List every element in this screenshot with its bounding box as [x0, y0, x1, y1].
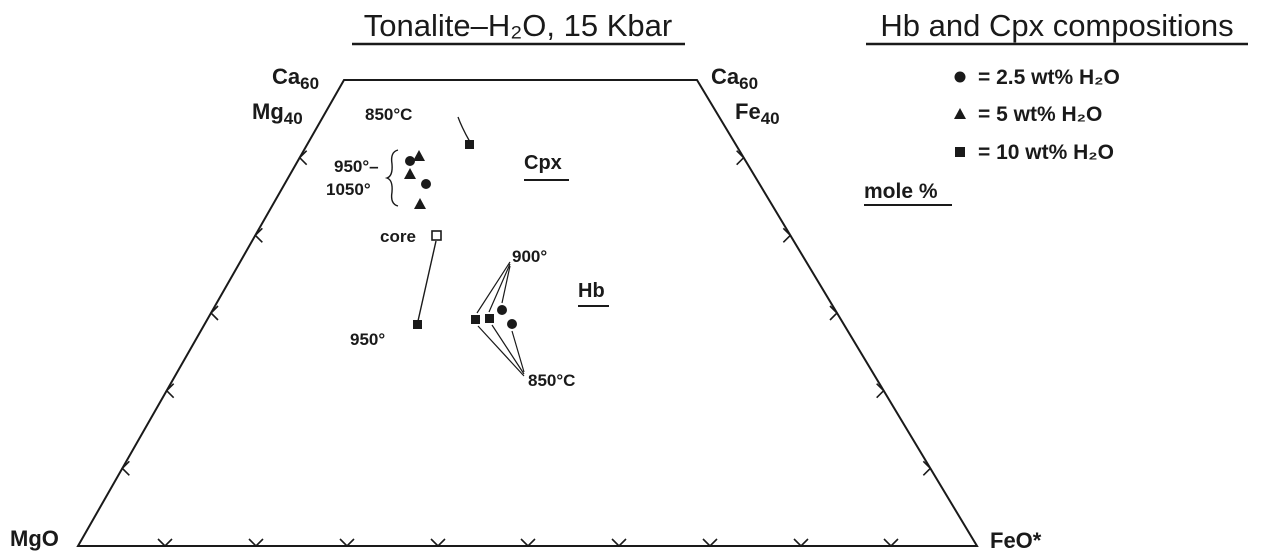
tick-marks — [121, 150, 932, 548]
legend-title: Hb and Cpx compositions — [880, 8, 1233, 43]
tick-mark — [520, 538, 536, 548]
legend-square-label: = 10 wt% H₂O — [978, 141, 1114, 164]
tick-mark — [209, 305, 219, 321]
diagram-outline — [76, 79, 979, 547]
annotation-hb-950: 950° — [350, 330, 385, 349]
corner-top-left-line2: Mg40 — [252, 99, 303, 128]
hb-900-arrows — [476, 261, 511, 314]
cpx-circle-950 — [405, 156, 415, 166]
hb-square-950 — [413, 320, 422, 329]
tick-mark — [248, 538, 264, 548]
tick-mark — [736, 150, 745, 166]
legend-triangle-label: = 5 wt% H₂O — [978, 103, 1102, 126]
corner-top-left-line1: Ca60 — [272, 64, 319, 93]
legend-triangle-icon — [954, 108, 966, 119]
annotation-cpx-1050: 1050° — [326, 180, 371, 199]
annotation-hb-900: 900° — [512, 247, 547, 266]
tick-mark — [121, 460, 130, 476]
legend-circle-entry: = 2.5 wt% H₂O — [954, 66, 1120, 89]
tick-mark — [702, 538, 718, 548]
diagram-title: Tonalite–H₂O, 15 Kbar — [364, 8, 672, 43]
legend-square-icon — [955, 147, 965, 157]
leader-cpx-850 — [457, 116, 471, 143]
legend-circle-icon — [954, 71, 966, 83]
annotation-cpx-850: 850°C — [365, 105, 412, 124]
annotation-cpx-950: 950°– — [334, 157, 379, 176]
cpx-square-850 — [465, 140, 474, 149]
core-open-square — [431, 230, 442, 241]
core-rim-tie-line — [417, 240, 437, 322]
hb-circle-900 — [497, 305, 507, 315]
corner-top-right-line2: Fe40 — [735, 99, 780, 128]
corner-bottom-right: FeO* — [990, 528, 1042, 553]
annotation-core: core — [380, 227, 416, 246]
cpx-bracket — [384, 149, 399, 207]
tick-mark — [254, 227, 263, 243]
tick-mark — [157, 538, 173, 548]
field-label-cpx: Cpx — [524, 152, 562, 174]
tick-mark — [793, 538, 809, 548]
tick-mark — [339, 538, 355, 548]
tick-mark — [782, 227, 792, 243]
cpx-triangle-950 — [413, 150, 425, 161]
legend-circle-label: = 2.5 wt% H₂O — [978, 66, 1120, 89]
legend-triangle-entry: = 5 wt% H₂O — [954, 103, 1102, 126]
annotation-hb-850: 850°C — [528, 371, 575, 390]
field-label-hb: Hb — [578, 280, 605, 302]
hb-square-850 — [485, 314, 494, 323]
tick-mark — [922, 460, 932, 476]
corner-top-right-line1: Ca60 — [711, 64, 758, 93]
tick-mark — [611, 538, 627, 548]
hb-square-900 — [471, 315, 480, 324]
cpx-circle-1050 — [421, 179, 431, 189]
tick-mark — [883, 538, 899, 548]
tick-mark — [165, 383, 175, 399]
tick-mark — [430, 538, 446, 548]
cpx-triangle-1050a — [404, 168, 416, 179]
tick-mark — [298, 150, 308, 166]
units-label: mole % — [864, 180, 938, 203]
hb-circle-850 — [507, 319, 517, 329]
cpx-triangle-1050b — [414, 198, 426, 209]
tick-mark — [829, 305, 839, 321]
corner-bottom-left: MgO — [10, 526, 59, 551]
tick-mark — [876, 383, 885, 399]
hb-850-arrows — [477, 324, 525, 377]
legend-square-entry: = 10 wt% H₂O — [955, 141, 1114, 164]
